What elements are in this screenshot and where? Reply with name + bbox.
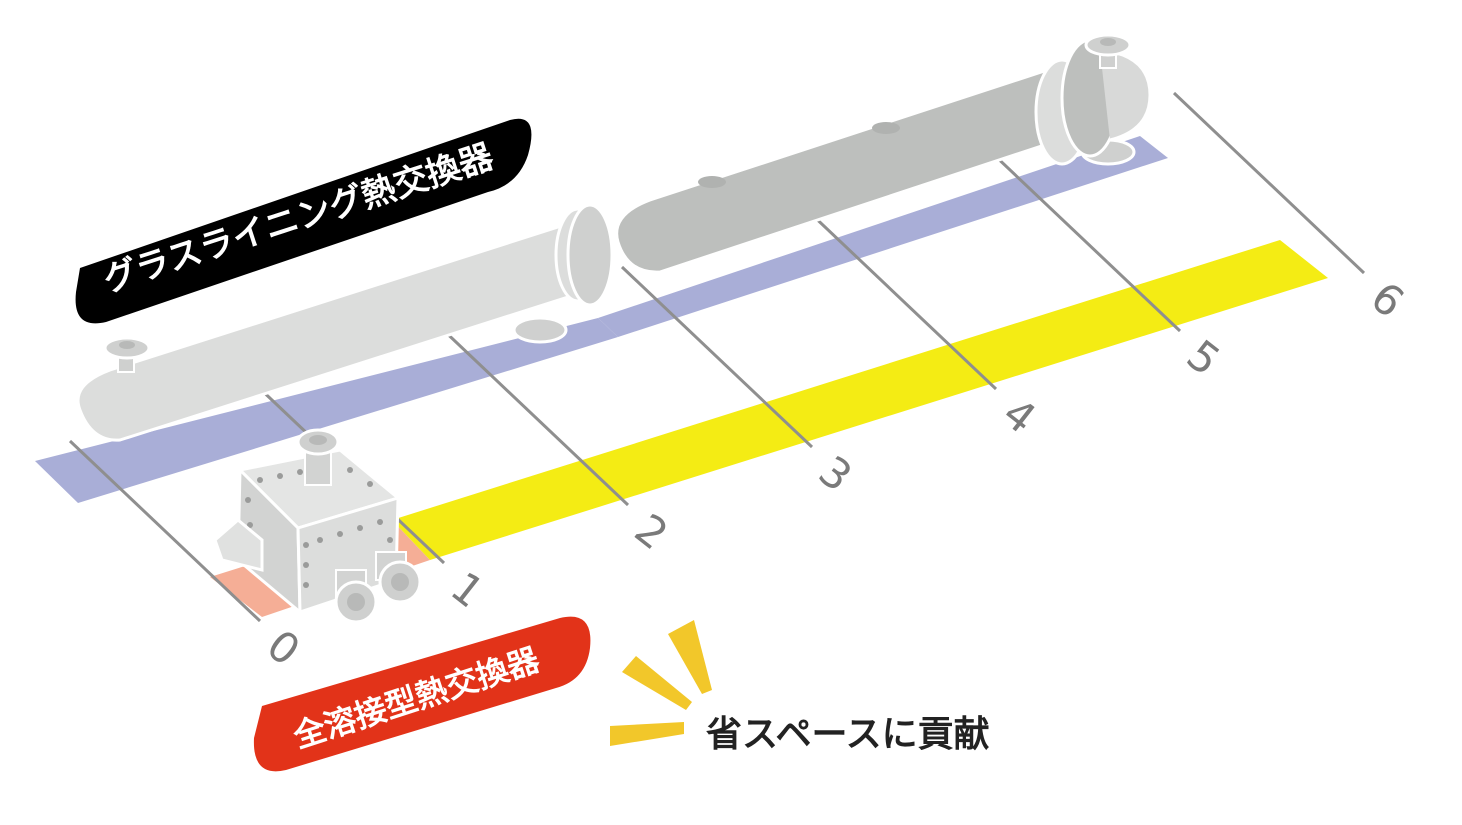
welded-exchanger-illustration: [213, 428, 422, 624]
scale-tick-label-6: 6: [1362, 272, 1413, 327]
space-saving-caption: 省スペースに貢献: [706, 714, 990, 755]
scale-tick-label-2: 2: [626, 504, 677, 559]
glass-lined-exchanger-illustration: [76, 203, 614, 442]
space-saving-band: [392, 240, 1328, 560]
scale-tick-label-4: 4: [994, 388, 1045, 443]
scale-tick-5: [988, 149, 1182, 333]
scale-tick-2: [436, 323, 630, 507]
glass-lined-footprint-band: [35, 318, 618, 503]
scale-tick-label-3: 3: [810, 446, 861, 501]
scale-tick-3: [620, 265, 814, 449]
glass-lined-exchanger-back-illustration: [615, 33, 1152, 274]
scale-tick-4: [804, 207, 998, 391]
emphasis-burst-icon: [610, 620, 712, 746]
scale-tick-6: [1172, 91, 1366, 275]
scale-tick-label-1: 1: [442, 562, 493, 617]
scale-tick-label-5: 5: [1178, 330, 1229, 385]
scale-tick-0: [68, 439, 262, 623]
scale-tick-label-0: 0: [258, 620, 309, 675]
